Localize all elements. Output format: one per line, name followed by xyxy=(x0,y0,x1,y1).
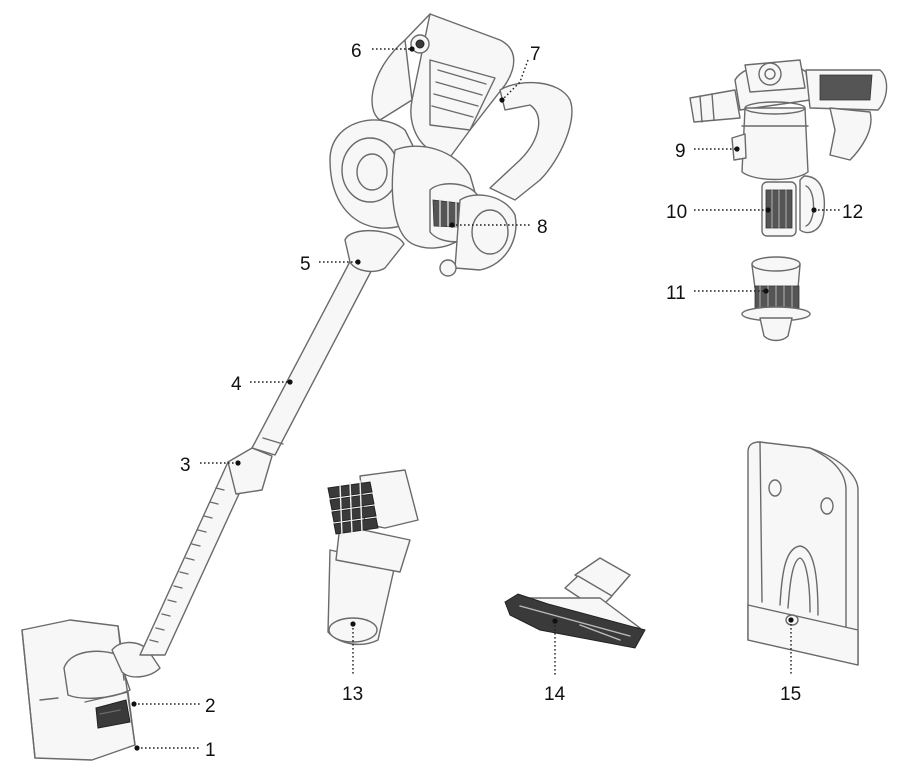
callout-12: 12 xyxy=(811,202,863,223)
callout-4: 4 xyxy=(231,374,293,395)
handheld-main-unit xyxy=(329,13,573,277)
svg-text:9: 9 xyxy=(675,141,686,162)
callout-14: 14 xyxy=(544,618,566,705)
callout-8: 8 xyxy=(449,217,548,238)
svg-text:10: 10 xyxy=(666,202,687,223)
svg-text:8: 8 xyxy=(537,217,548,238)
svg-text:14: 14 xyxy=(544,684,566,705)
tube-connector xyxy=(344,229,405,273)
svg-text:5: 5 xyxy=(300,254,311,275)
callout-3: 3 xyxy=(180,455,241,476)
callout-11: 11 xyxy=(666,283,769,304)
svg-text:6: 6 xyxy=(351,41,362,62)
svg-text:4: 4 xyxy=(231,374,242,395)
svg-text:11: 11 xyxy=(666,283,686,304)
svg-text:3: 3 xyxy=(180,455,191,476)
callout-15: 15 xyxy=(780,617,801,705)
callout-7: 7 xyxy=(499,44,541,103)
callout-9: 9 xyxy=(675,141,740,162)
wall-bracket xyxy=(747,441,859,666)
callout-10: 10 xyxy=(666,202,771,223)
handheld-unit-detail xyxy=(689,59,888,237)
svg-text:15: 15 xyxy=(780,684,801,705)
dusting-brush-tool xyxy=(327,469,419,646)
hard-floor-tool xyxy=(504,557,646,649)
floor-brush-head xyxy=(21,619,136,761)
svg-text:7: 7 xyxy=(530,44,541,65)
callout-2: 2 xyxy=(131,696,216,717)
svg-text:12: 12 xyxy=(842,202,863,223)
lower-wand xyxy=(139,461,251,656)
hepa-filter-assembly xyxy=(741,256,811,342)
svg-text:1: 1 xyxy=(205,740,216,761)
callout-5: 5 xyxy=(300,254,361,275)
svg-text:2: 2 xyxy=(205,696,216,717)
wand-release-button xyxy=(227,447,273,495)
callout-1: 1 xyxy=(134,740,216,761)
brush-bristles xyxy=(327,480,379,537)
extension-tube xyxy=(251,251,379,456)
callout-6: 6 xyxy=(351,41,415,62)
svg-text:13: 13 xyxy=(342,684,363,705)
callout-13: 13 xyxy=(342,621,363,705)
stick-vacuum-assembly xyxy=(21,13,573,761)
